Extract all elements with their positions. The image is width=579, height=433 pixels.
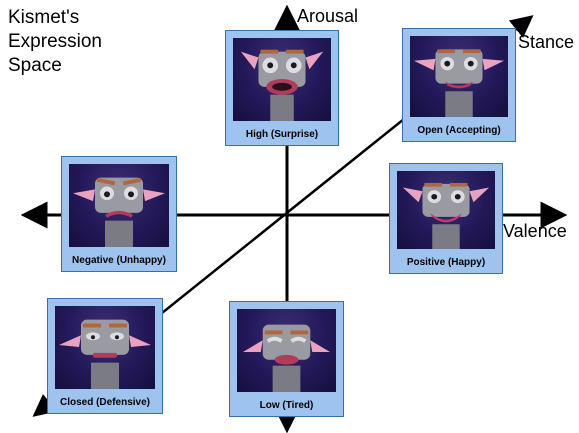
card-caption: Negative (Unhappy) bbox=[72, 255, 166, 266]
card-negative-unhappy: Negative (Unhappy) bbox=[61, 156, 177, 272]
valence-label: Valence bbox=[503, 221, 567, 241]
kismet-robot-icon bbox=[69, 164, 169, 247]
card-caption: Low (Tired) bbox=[259, 400, 314, 411]
title-line-2: Expression bbox=[8, 31, 102, 52]
kismet-robot-icon bbox=[397, 171, 495, 249]
card-low-tired: Low (Tired) bbox=[229, 301, 344, 417]
card-closed-defensive: Closed (Defensive) bbox=[47, 298, 163, 414]
card-caption: High (Surprise) bbox=[245, 129, 319, 140]
kismet-robot-icon bbox=[410, 36, 508, 117]
stance-label: Stance bbox=[518, 32, 575, 52]
card-caption: Closed (Defensive) bbox=[59, 397, 151, 408]
title-line-1: Kismet's bbox=[8, 7, 80, 28]
arousal-label: Arousal bbox=[297, 6, 359, 26]
kismet-robot-icon bbox=[233, 38, 331, 121]
title-line-3: Space bbox=[8, 55, 62, 76]
card-caption: Open (Accepting) bbox=[417, 125, 501, 136]
card-caption: Positive (Happy) bbox=[406, 257, 486, 268]
card-positive-happy: Positive (Happy) bbox=[389, 163, 503, 274]
kismet-robot-icon bbox=[237, 309, 336, 392]
diagram-title: Kismet's Expression Space bbox=[8, 6, 102, 78]
card-open-accepting: Open (Accepting) bbox=[402, 28, 516, 142]
card-high-surprise: High (Surprise) bbox=[225, 30, 339, 146]
kismet-robot-icon bbox=[55, 306, 155, 389]
